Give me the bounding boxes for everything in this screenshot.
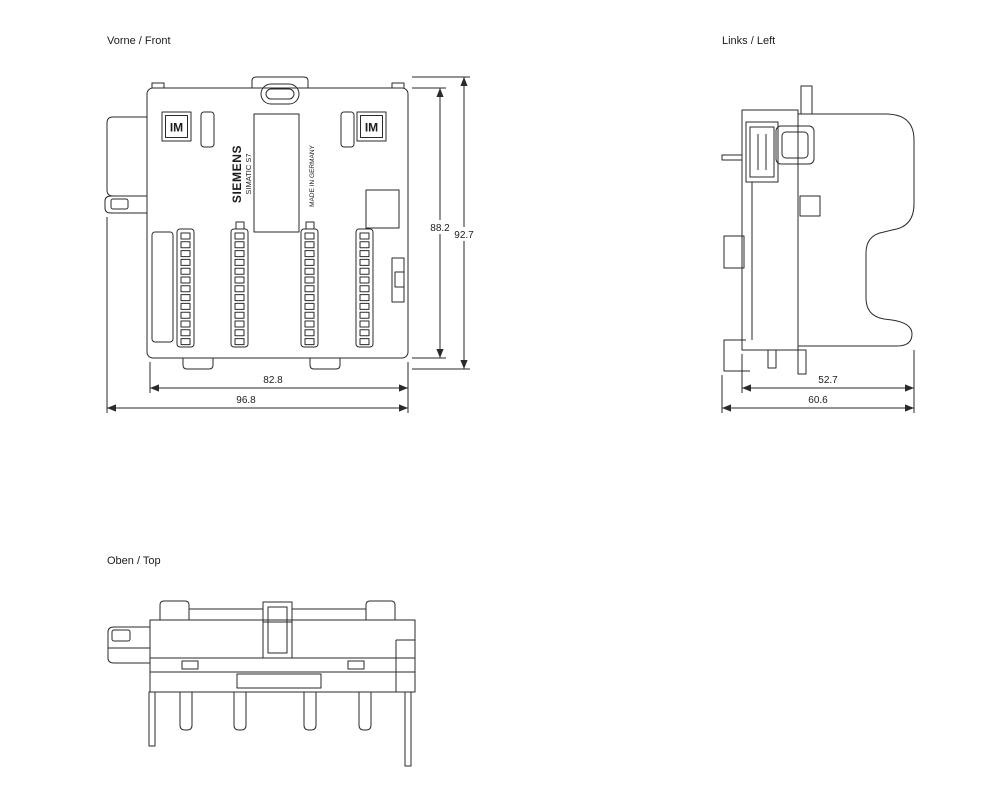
left-dimensions: 52.7 60.6	[721, 350, 915, 413]
front-oval-slot-inner	[265, 88, 295, 100]
terminal-strip-1	[176, 228, 195, 348]
front-right-rail-notch	[394, 271, 405, 288]
top-center-slot-inner	[267, 606, 288, 654]
top-view: Oben / Top	[107, 555, 416, 767]
im-box-right-inner	[360, 115, 383, 138]
front-mounting-arm	[106, 116, 147, 197]
dim-inner-depth: 52.7	[818, 375, 838, 386]
top-center-slot-outer	[262, 601, 293, 659]
left-view: Links / Left	[721, 35, 915, 375]
terminal-strip-4	[355, 228, 374, 348]
front-top-left-lug	[151, 82, 165, 88]
left-bottom-pin-1	[767, 349, 777, 369]
top-lug-right	[365, 600, 396, 620]
dim-outer-depth: 60.6	[808, 395, 828, 406]
dim-outer-height: 92.7	[454, 230, 474, 241]
top-latch-grip	[111, 629, 131, 642]
front-latch-grip	[110, 198, 129, 210]
top-mounting-arm	[107, 626, 150, 664]
strip-tab-right	[305, 221, 315, 230]
front-dimensions: 88.2 92.7 82.8 96.8	[106, 76, 479, 413]
left-latch-inner	[781, 131, 809, 159]
terminal-strip-2	[230, 228, 249, 348]
front-foot-right	[309, 357, 341, 370]
dim-label-bg	[425, 220, 455, 234]
front-right-rail	[391, 257, 405, 303]
front-oval-slot-outer	[260, 83, 300, 105]
im-box-left-inner	[165, 115, 188, 138]
im-label-right: IM	[365, 121, 378, 135]
strip-tab-left	[235, 221, 245, 230]
left-clamp-inner	[749, 126, 775, 178]
top-pin-wide-1	[179, 691, 193, 731]
left-view-label: Links / Left	[722, 35, 775, 47]
front-top-tab	[251, 76, 309, 88]
left-side-pin	[721, 154, 743, 161]
top-connector-bar	[236, 673, 322, 689]
front-side-button-right	[340, 111, 355, 148]
front-right-block	[365, 189, 400, 229]
dim-label-bg	[449, 227, 479, 241]
left-clamp-outer	[745, 121, 779, 183]
top-pin-thin-right	[404, 691, 412, 767]
top-pin-wide-2	[233, 691, 247, 731]
top-view-label: Oben / Top	[107, 555, 161, 567]
left-bottom-pin-2	[797, 349, 807, 375]
left-detail-block	[799, 195, 821, 217]
front-mounting-latch	[104, 195, 147, 214]
left-body-profile	[798, 113, 915, 347]
front-left-terminal-cover	[151, 231, 174, 343]
front-view-label: Vorne / Front	[107, 35, 171, 47]
im-box-right: IM	[356, 111, 387, 142]
front-foot-left	[182, 357, 214, 370]
im-box-left-outer	[161, 111, 192, 142]
left-latch-outer	[775, 125, 815, 165]
top-body-outline	[149, 619, 416, 693]
top-detail-rect-left	[181, 660, 199, 670]
left-top-pin	[800, 85, 813, 115]
front-body-outline	[146, 87, 409, 359]
brand-label: SIEMENS	[230, 145, 244, 203]
terminal-strip-3	[300, 228, 319, 348]
top-pin-wide-3	[303, 691, 317, 731]
front-view: Vorne / Front IM IM SIEMENS SIMATIC S7 M…	[104, 35, 409, 370]
origin-label: MADE IN GERMANY	[309, 144, 316, 206]
dim-outer-width: 96.8	[236, 395, 256, 406]
top-pin-wide-4	[358, 691, 372, 731]
left-side-block	[723, 235, 745, 269]
top-lug-left	[159, 600, 190, 620]
top-detail-rect-right	[347, 660, 365, 670]
im-label-left: IM	[170, 121, 183, 135]
dim-inner-width: 82.8	[263, 375, 283, 386]
dim-inner-height: 88.2	[430, 223, 450, 234]
front-side-button-left	[200, 111, 215, 148]
im-box-left: IM	[161, 111, 192, 142]
product-label: SIMATIC S7	[244, 153, 253, 194]
im-box-right-outer	[356, 111, 387, 142]
top-pin-thin-left	[148, 691, 156, 747]
front-top-right-lug	[391, 82, 405, 88]
left-bottom-bracket	[723, 339, 750, 372]
front-center-panel	[253, 113, 300, 233]
